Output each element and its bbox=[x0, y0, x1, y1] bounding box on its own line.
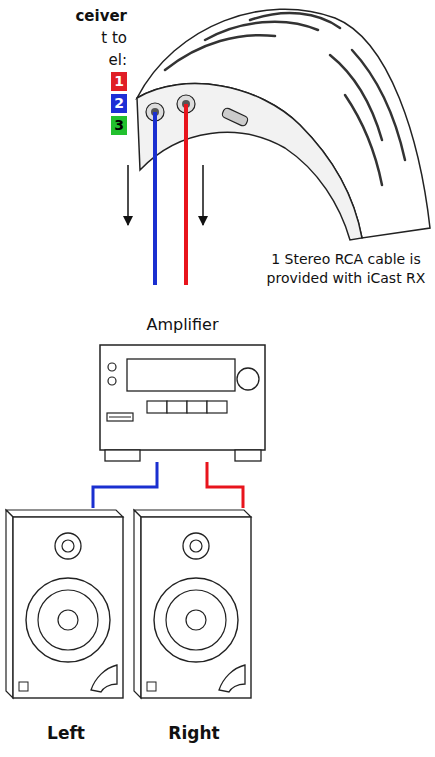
amplifier-foot bbox=[235, 450, 261, 461]
speaker-box: Right bbox=[133, 508, 255, 744]
speaker-woofer-cap bbox=[58, 610, 78, 630]
speaker-top bbox=[134, 510, 251, 517]
channel-number: 1 bbox=[114, 72, 124, 91]
amplifier-button bbox=[167, 401, 187, 413]
speaker-port bbox=[91, 665, 117, 692]
speaker-top bbox=[6, 510, 123, 517]
speaker-woofer-cone bbox=[166, 590, 226, 650]
speaker-woofer bbox=[154, 578, 238, 662]
speaker-wire bbox=[207, 462, 243, 508]
amplifier-slot-line bbox=[109, 417, 131, 418]
amplifier-drawing bbox=[95, 337, 270, 462]
direction-arrow bbox=[127, 165, 129, 225]
speaker-woofer-cap bbox=[186, 610, 206, 630]
heading-fragment: t to bbox=[101, 28, 127, 48]
amplifier-label: Amplifier bbox=[95, 315, 270, 335]
amplifier-volume bbox=[237, 368, 259, 390]
speaker-tweeter-dome bbox=[190, 540, 202, 552]
channel-badge: 1 bbox=[111, 72, 127, 91]
speaker-wire bbox=[93, 462, 157, 508]
direction-arrow bbox=[202, 165, 204, 225]
speaker-side bbox=[6, 510, 13, 698]
speaker-tweeter bbox=[183, 533, 209, 559]
speaker-woofer-cone bbox=[38, 590, 98, 650]
speaker-tweeter bbox=[55, 533, 81, 559]
speaker-label: Right bbox=[133, 722, 255, 744]
cable-note: 1 Stereo RCA cable is provided with iCas… bbox=[262, 250, 430, 288]
amplifier-button bbox=[207, 401, 227, 413]
amplifier-box: Amplifier bbox=[95, 315, 270, 462]
speaker-badge bbox=[19, 682, 28, 691]
speaker-port bbox=[219, 665, 245, 692]
speaker-front bbox=[13, 517, 123, 698]
rca-cable-red bbox=[184, 104, 188, 285]
heading-fragment: el: bbox=[109, 50, 127, 70]
speaker-woofer bbox=[26, 578, 110, 662]
channel-badge: 3 bbox=[111, 116, 127, 135]
speaker-box: Left bbox=[5, 508, 127, 744]
amplifier-button bbox=[147, 401, 167, 413]
speaker-label: Left bbox=[5, 722, 127, 744]
speaker-front bbox=[141, 517, 251, 698]
rca-cable-blue bbox=[153, 112, 157, 285]
speaker-drawing bbox=[5, 508, 127, 700]
amplifier-body bbox=[100, 345, 265, 450]
speaker-tweeter-dome bbox=[62, 540, 74, 552]
amplifier-knob bbox=[108, 377, 116, 385]
channel-badge: 2 bbox=[111, 94, 127, 113]
channel-number: 3 bbox=[114, 116, 124, 135]
amplifier-slot bbox=[107, 413, 133, 421]
amplifier-display bbox=[127, 359, 235, 391]
channel-number: 2 bbox=[114, 94, 124, 113]
receiver-slot bbox=[221, 107, 249, 127]
speaker-side bbox=[134, 510, 141, 698]
amplifier-foot bbox=[105, 450, 140, 461]
heading-fragment: ceiver bbox=[75, 6, 127, 26]
receiver-front bbox=[137, 84, 362, 240]
amplifier-knob bbox=[108, 363, 116, 371]
speaker-badge bbox=[147, 682, 156, 691]
receiver-unit bbox=[137, 9, 430, 240]
speaker-drawing bbox=[133, 508, 255, 700]
amplifier-button bbox=[187, 401, 207, 413]
